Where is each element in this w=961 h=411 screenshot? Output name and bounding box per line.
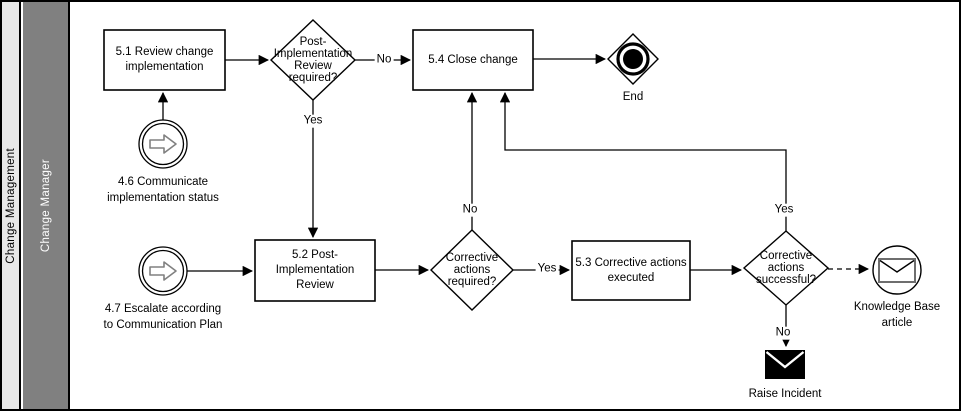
start-event-4-6[interactable] — [138, 119, 188, 169]
envelope-flap-icon — [879, 259, 915, 273]
task-5-3-corrective-actions-executed[interactable] — [571, 240, 691, 301]
gateway-post-implementation-review-required[interactable] — [269, 19, 357, 101]
task-5-1-review-change-implementation[interactable] — [103, 29, 226, 91]
gateway-corrective-actions-successful[interactable] — [742, 230, 830, 306]
knowledge-base-event[interactable] — [872, 245, 922, 295]
end-circle-icon — [616, 42, 650, 76]
task-5-4-close-change[interactable] — [412, 29, 534, 91]
gateway-corrective-actions-required[interactable] — [429, 229, 515, 311]
pool-change-management: Change Management — [2, 2, 21, 409]
lane-change-manager: Change Manager — [23, 2, 70, 409]
envelope-icon — [878, 258, 916, 283]
envelope-flap-icon — [765, 351, 805, 369]
start-event-4-7[interactable] — [138, 246, 188, 296]
raise-incident-message[interactable] — [765, 350, 805, 379]
end-circle-fill — [623, 49, 643, 69]
task-5-2-post-implementation-review[interactable] — [254, 239, 376, 302]
end-event[interactable] — [607, 33, 659, 85]
arrow-right-icon — [149, 261, 177, 281]
arrow-right-icon — [149, 134, 177, 154]
flow-successful-yes-to-54 — [499, 91, 787, 231]
